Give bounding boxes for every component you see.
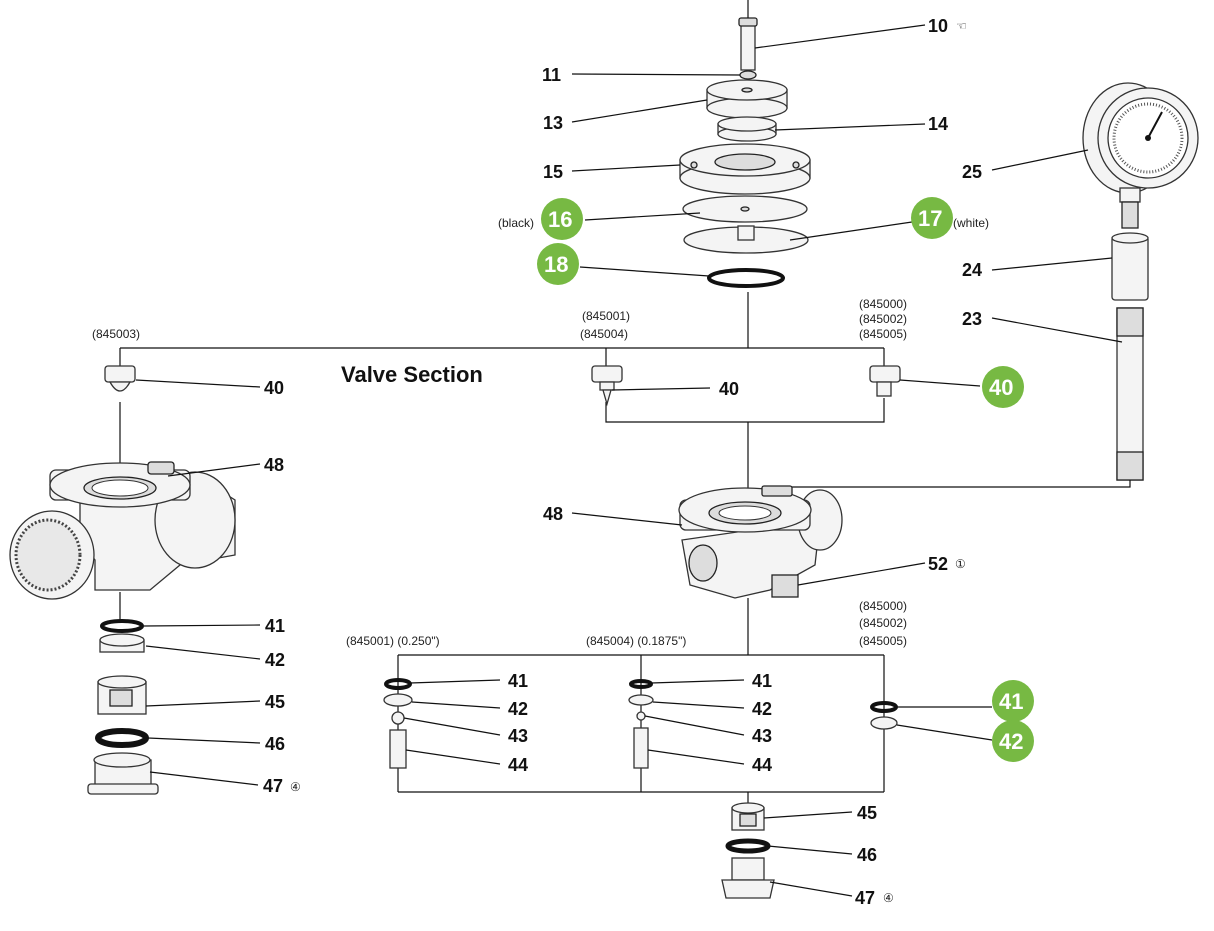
section-title: Valve Section: [341, 362, 483, 387]
model-845002: (845002): [859, 312, 907, 326]
label-42-b: 42: [752, 699, 772, 719]
label-15: 15: [543, 162, 563, 182]
label-13: 13: [543, 113, 563, 133]
circle-note-1: ①: [955, 557, 966, 571]
washer-41-left-part: [100, 619, 144, 633]
label-44-a: 44: [508, 755, 528, 775]
hand-note: ☜: [956, 19, 967, 33]
label-48-left: 48: [264, 455, 284, 475]
highlight-circle-41: [992, 680, 1034, 722]
label-43-b: 43: [752, 726, 772, 746]
model-845005: (845005): [859, 327, 907, 341]
o-ring-part: [707, 268, 785, 288]
label-18: 18: [544, 252, 568, 277]
label-43-a: 43: [508, 726, 528, 746]
model-b845004: (845004) (0.1875"): [586, 634, 686, 648]
label-46-left: 46: [265, 734, 285, 754]
coupling-part: [1111, 232, 1149, 301]
label-40-right: 40: [989, 375, 1013, 400]
circle-note-4-left: ④: [290, 780, 301, 794]
nipple-pipe-part: [1116, 307, 1144, 481]
valve-top-right-part: [869, 365, 901, 397]
label-42-left: 42: [265, 650, 285, 670]
circle-note-4-center: ④: [883, 891, 894, 905]
diaphragm-white-part: [683, 225, 809, 254]
gasket-46-center-part: [725, 838, 771, 854]
valve-body-center-part: [678, 485, 843, 599]
label-11: 11: [542, 65, 561, 85]
plug-47-left-part: [87, 752, 159, 795]
model-b845002: (845002): [859, 616, 907, 630]
label-41-b: 41: [752, 671, 772, 691]
label-17: 17: [918, 206, 942, 231]
cage-45-center-part: [731, 802, 765, 831]
label-10: 10: [928, 16, 948, 36]
stack-a-parts: [383, 678, 413, 769]
highlight-circle-42: [992, 720, 1034, 762]
model-b845001: (845001) (0.250"): [346, 634, 440, 648]
label-47-center: 47: [855, 888, 875, 908]
label-40-mid: 40: [719, 379, 739, 399]
seat-42-left-part: [99, 633, 145, 653]
model-b845000: (845000): [859, 599, 907, 613]
label-45-left: 45: [265, 692, 285, 712]
label-16: 16: [548, 207, 572, 232]
label-42-a: 42: [508, 699, 528, 719]
valve-body-left-part: [9, 461, 236, 600]
label-14: 14: [928, 114, 948, 134]
label-42-c: 42: [999, 729, 1023, 754]
bonnet-ring-part: [679, 143, 811, 195]
valve-top-left-part: [104, 365, 136, 392]
label-25: 25: [962, 162, 982, 182]
cap-disk-part: [706, 79, 788, 119]
model-845000: (845000): [859, 297, 907, 311]
plug-47-center-part: [721, 857, 775, 899]
label-40-left: 40: [264, 378, 284, 398]
valve-top-mid-part: [591, 365, 623, 407]
label-41-left: 41: [265, 616, 285, 636]
pressure-gauge-part: [1082, 82, 1199, 229]
label-45-center: 45: [857, 803, 877, 823]
highlight-circle-17: [911, 197, 953, 239]
diaphragm-black-part: [682, 195, 808, 223]
label-41-c: 41: [999, 689, 1023, 714]
label-52: 52: [928, 554, 948, 574]
label-44-b: 44: [752, 755, 772, 775]
model-b845005: (845005): [859, 634, 907, 648]
washer-part: [739, 70, 757, 80]
spacer-disk-part: [717, 116, 777, 142]
screw-part: [738, 0, 758, 71]
gasket-46-left-part: [95, 728, 149, 748]
highlight-circle-18: [537, 243, 579, 285]
label-47-left: 47: [263, 776, 283, 796]
note-white: (white): [953, 216, 989, 230]
highlight-circle-16: [541, 198, 583, 240]
note-black: (black): [498, 216, 534, 230]
label-41-a: 41: [508, 671, 528, 691]
label-23: 23: [962, 309, 982, 329]
model-845004: (845004): [580, 327, 628, 341]
model-845003: (845003): [92, 327, 140, 341]
cage-45-left-part: [97, 675, 147, 715]
label-24: 24: [962, 260, 982, 280]
label-48-center: 48: [543, 504, 563, 524]
label-46-center: 46: [857, 845, 877, 865]
stack-b-parts: [628, 679, 654, 769]
model-845001: (845001): [582, 309, 630, 323]
highlight-circle-40: [982, 366, 1024, 408]
